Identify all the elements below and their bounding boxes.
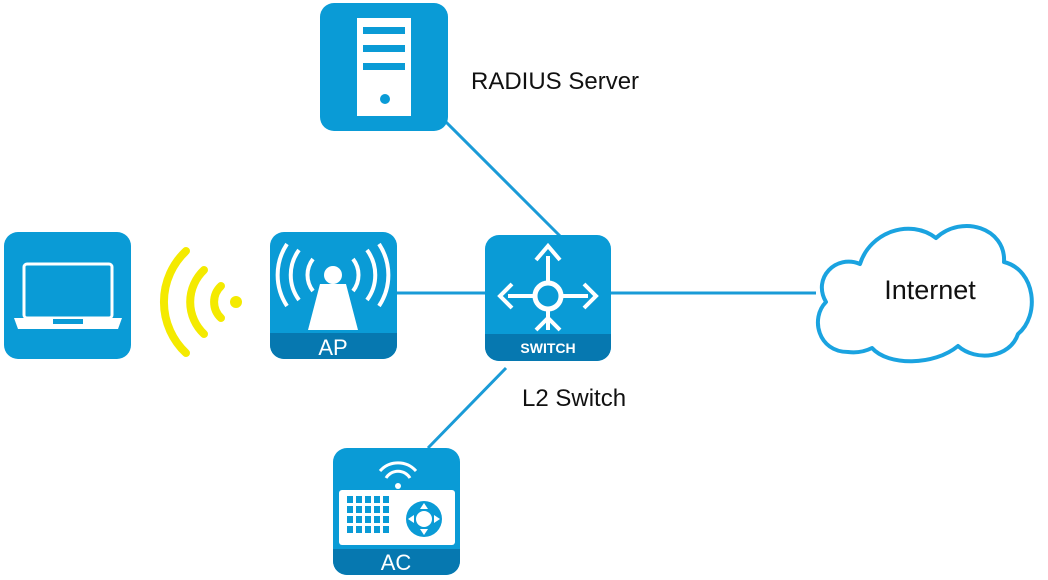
switch-icon — [497, 242, 599, 332]
internet[interactable]: Internet — [816, 224, 1034, 364]
internet-label: Internet — [884, 275, 976, 305]
access-point-icon — [275, 242, 391, 330]
laptop-icon — [14, 262, 122, 329]
link-switch-ac — [426, 366, 508, 450]
wireless-signal-icon — [160, 247, 242, 357]
cloud-icon — [816, 224, 1034, 364]
access-point[interactable]: AP — [270, 232, 397, 360]
ap-badge: AP — [318, 335, 347, 360]
l2-switch[interactable]: SWITCH — [485, 235, 611, 361]
access-controller[interactable]: AC — [333, 448, 460, 575]
radius-server-label: RADIUS Server — [471, 68, 639, 95]
server-icon — [357, 18, 411, 116]
switch-badge: SWITCH — [520, 340, 575, 356]
laptop[interactable] — [4, 232, 131, 359]
access-controller-icon — [339, 461, 455, 545]
links — [396, 120, 816, 450]
link-radius-switch — [444, 120, 562, 238]
ac-badge: AC — [381, 550, 412, 575]
radius-server[interactable] — [320, 3, 448, 131]
switch-label: L2 Switch — [522, 385, 626, 412]
